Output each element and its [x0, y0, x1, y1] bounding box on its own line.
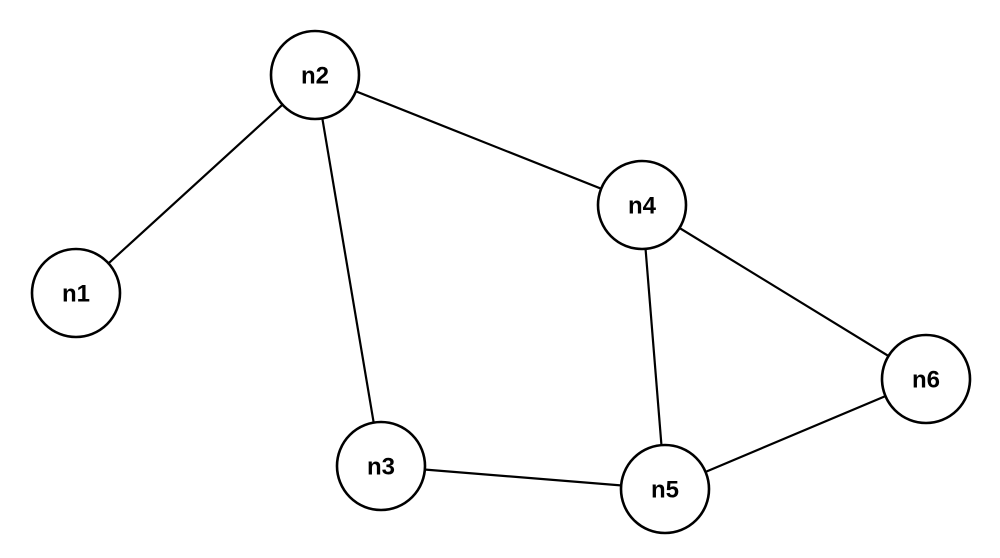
- node-label-n1: n1: [62, 280, 90, 307]
- node-n3[interactable]: n3: [335, 420, 427, 512]
- node-n2[interactable]: n2: [269, 29, 361, 121]
- nodes-layer: n1 n2 n3 n4 n5 n6: [30, 29, 972, 535]
- node-circle-n5[interactable]: [619, 443, 711, 535]
- node-label-n3: n3: [367, 453, 395, 480]
- node-n6[interactable]: n6: [880, 333, 972, 425]
- edge-n2-n3: [313, 74, 383, 467]
- node-circle-n3[interactable]: [335, 420, 427, 512]
- node-label-n6: n6: [912, 366, 940, 393]
- node-label-n4: n4: [628, 192, 657, 219]
- node-circle-n6[interactable]: [880, 333, 972, 425]
- node-n4[interactable]: n4: [596, 159, 688, 251]
- edge-n5-n6: [664, 377, 927, 491]
- edge-n3-n5: [380, 464, 666, 491]
- edges-layer: [75, 73, 927, 491]
- node-label-n2: n2: [301, 62, 329, 89]
- node-circle-n4[interactable]: [596, 159, 688, 251]
- edge-n4-n5: [640, 204, 667, 490]
- node-label-n5: n5: [651, 476, 679, 503]
- node-n1[interactable]: n1: [30, 247, 122, 339]
- edge-n2-n4: [314, 73, 643, 207]
- edge-n1-n2: [75, 74, 316, 294]
- node-n5[interactable]: n5: [619, 443, 711, 535]
- node-circle-n1[interactable]: [30, 247, 122, 339]
- node-circle-n2[interactable]: [269, 29, 361, 121]
- edge-n4-n6: [641, 204, 927, 380]
